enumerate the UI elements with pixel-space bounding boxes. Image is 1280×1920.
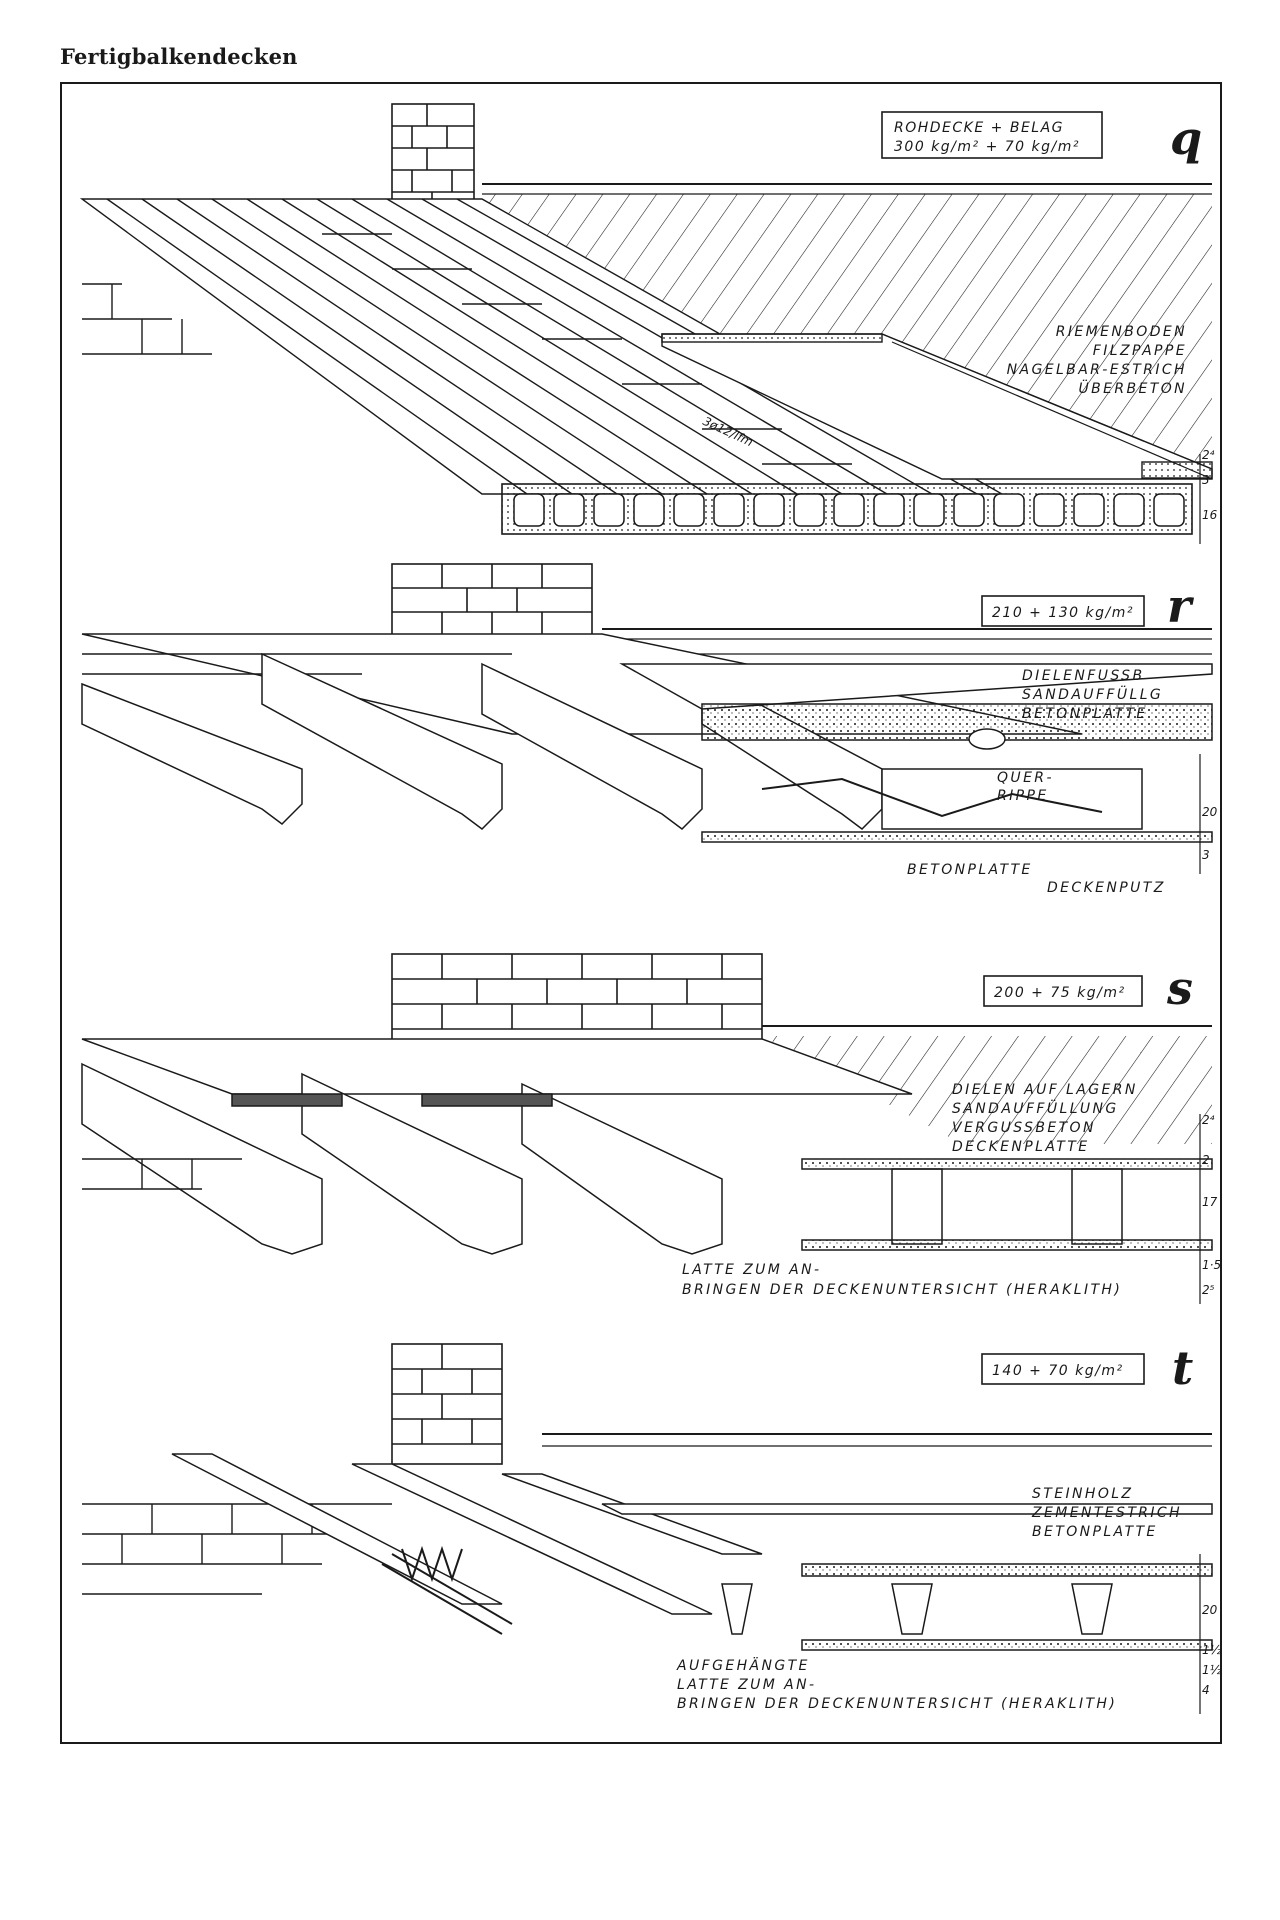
label-r-1: SANDAUFFÜLLG	[1022, 685, 1163, 703]
load-line-2-q: 300 kg/m² + 70 kg/m²	[894, 139, 1080, 155]
bottom-right-r: DECKENPUTZ	[1047, 880, 1166, 896]
load-box-r	[981, 595, 1145, 627]
label-q-3: ÜBERBETON	[1078, 379, 1187, 397]
dim-r-1: 3	[1202, 848, 1210, 862]
label-t-0: STEINHOLZ	[1032, 1486, 1133, 1502]
brick-lower-t	[82, 1503, 392, 1595]
i-beams-t	[171, 1453, 1113, 1635]
panel-t: 140 + 70 kg/m² t STEINHOLZ ZEMENTESTRICH…	[62, 1334, 1220, 1744]
note-s-1: LATTE ZUM AN-	[682, 1262, 821, 1278]
drawing-frame: ROHDECKE + BELAG 300 kg/m² + 70 kg/m² q …	[60, 82, 1222, 1744]
panel-r: 210 + 130 kg/m² r DIELENFUSSB SANDAUFFÜL…	[62, 554, 1220, 944]
floor-layers-t	[601, 1503, 1213, 1651]
dim-t-1: 1½	[1202, 1643, 1220, 1657]
floor-hatch-s	[762, 1036, 1212, 1144]
dim-q-2: 16	[1202, 508, 1218, 522]
note-t-1: AUFGEHÄNGTE	[676, 1656, 810, 1674]
dim-s-2: 17	[1202, 1195, 1218, 1209]
panel-t-drawing: 140 + 70 kg/m² t STEINHOLZ ZEMENTESTRICH…	[82, 1341, 1220, 1714]
brick-lower-s	[82, 1158, 242, 1190]
page-title: Fertigbalkendecken	[60, 44, 298, 69]
panel-letter-q: q	[1170, 111, 1202, 165]
dim-s-3: 1·5	[1202, 1258, 1220, 1272]
dim-q-1: 3	[1202, 473, 1210, 487]
note-s-2: BRINGEN DER DECKENUNTERSICHT (HERAKLITH)	[682, 1282, 1122, 1298]
label-s-1: SANDAUFFÜLLUNG	[952, 1099, 1119, 1117]
bottom-left-r: BETONPLATTE	[907, 862, 1033, 878]
panel-q: ROHDECKE + BELAG 300 kg/m² + 70 kg/m² q …	[62, 84, 1220, 554]
cross-rib-r	[761, 768, 1143, 830]
panel-letter-r: r	[1167, 579, 1195, 633]
floor-layers-s	[231, 1093, 1213, 1251]
load-line-1-q: ROHDECKE + BELAG	[894, 120, 1064, 136]
panel-q-drawing: ROHDECKE + BELAG 300 kg/m² + 70 kg/m² q …	[79, 103, 1218, 544]
brick-wall-t	[391, 1343, 503, 1465]
label-s-0: DIELEN AUF LAGERN	[952, 1082, 1138, 1098]
panel-letter-s: s	[1166, 961, 1193, 1015]
label-s-3: DECKENPLATTE	[952, 1139, 1089, 1155]
label-q-1: FILZPAPPE	[1093, 343, 1187, 359]
dim-s-0: 2⁴	[1202, 1113, 1215, 1127]
dim-t-0: 20	[1202, 1603, 1218, 1617]
hollow-core-section	[501, 483, 1193, 535]
load-box-s	[983, 975, 1143, 1007]
load-box-t	[981, 1353, 1145, 1385]
load-box-q	[881, 111, 1103, 159]
label-s-2: VERGUSSBETON	[952, 1120, 1096, 1136]
note-t-3: BRINGEN DER DECKENUNTERSICHT (HERAKLITH)	[677, 1696, 1117, 1712]
dim-s-1: 2	[1202, 1153, 1210, 1167]
dim-s-4: 2⁵	[1202, 1283, 1215, 1297]
rib-label-r-2: RIPPE	[997, 788, 1049, 804]
label-q-2: NAGELBAR-ESTRICH	[1007, 362, 1187, 378]
label-t-1: ZEMENTESTRICH	[1031, 1505, 1182, 1521]
hollow-slab-planks	[79, 198, 1005, 495]
label-q-0: RIEMENBODEN	[1056, 324, 1187, 340]
rebar-cage-t	[381, 1545, 513, 1635]
note-t-2: LATTE ZUM AN-	[677, 1677, 816, 1693]
label-t-2: BETONPLATTE	[1032, 1524, 1158, 1540]
floor-layers-r	[619, 663, 1213, 843]
load-t: 140 + 70 kg/m²	[992, 1363, 1124, 1379]
label-r-0: DIELENFUSSB	[1022, 668, 1144, 684]
dim-r-0: 20	[1202, 805, 1218, 819]
panel-r-drawing: 210 + 130 kg/m² r DIELENFUSSB SANDAUFFÜL…	[81, 563, 1218, 896]
label-r-2: BETONPLATTE	[1022, 706, 1148, 722]
dim-t-3: 4	[1202, 1683, 1210, 1697]
dim-q-0: 2⁴	[1202, 448, 1215, 462]
brick-wall-lower	[82, 283, 212, 355]
panel-letter-t: t	[1172, 1341, 1193, 1395]
panel-s-drawing: 200 + 75 kg/m² s DIELEN AUF LAGERN SANDA…	[81, 953, 1220, 1304]
load-r: 210 + 130 kg/m²	[992, 605, 1134, 621]
brick-wall-upper	[391, 103, 475, 215]
load-s: 200 + 75 kg/m²	[994, 985, 1126, 1001]
panel-s: 200 + 75 kg/m² s DIELEN AUF LAGERN SANDA…	[62, 944, 1220, 1334]
dim-t-2: 1½	[1202, 1663, 1220, 1677]
rib-label-r-1: QUER-	[997, 770, 1054, 786]
floor-layers-cutaway	[661, 333, 1213, 480]
